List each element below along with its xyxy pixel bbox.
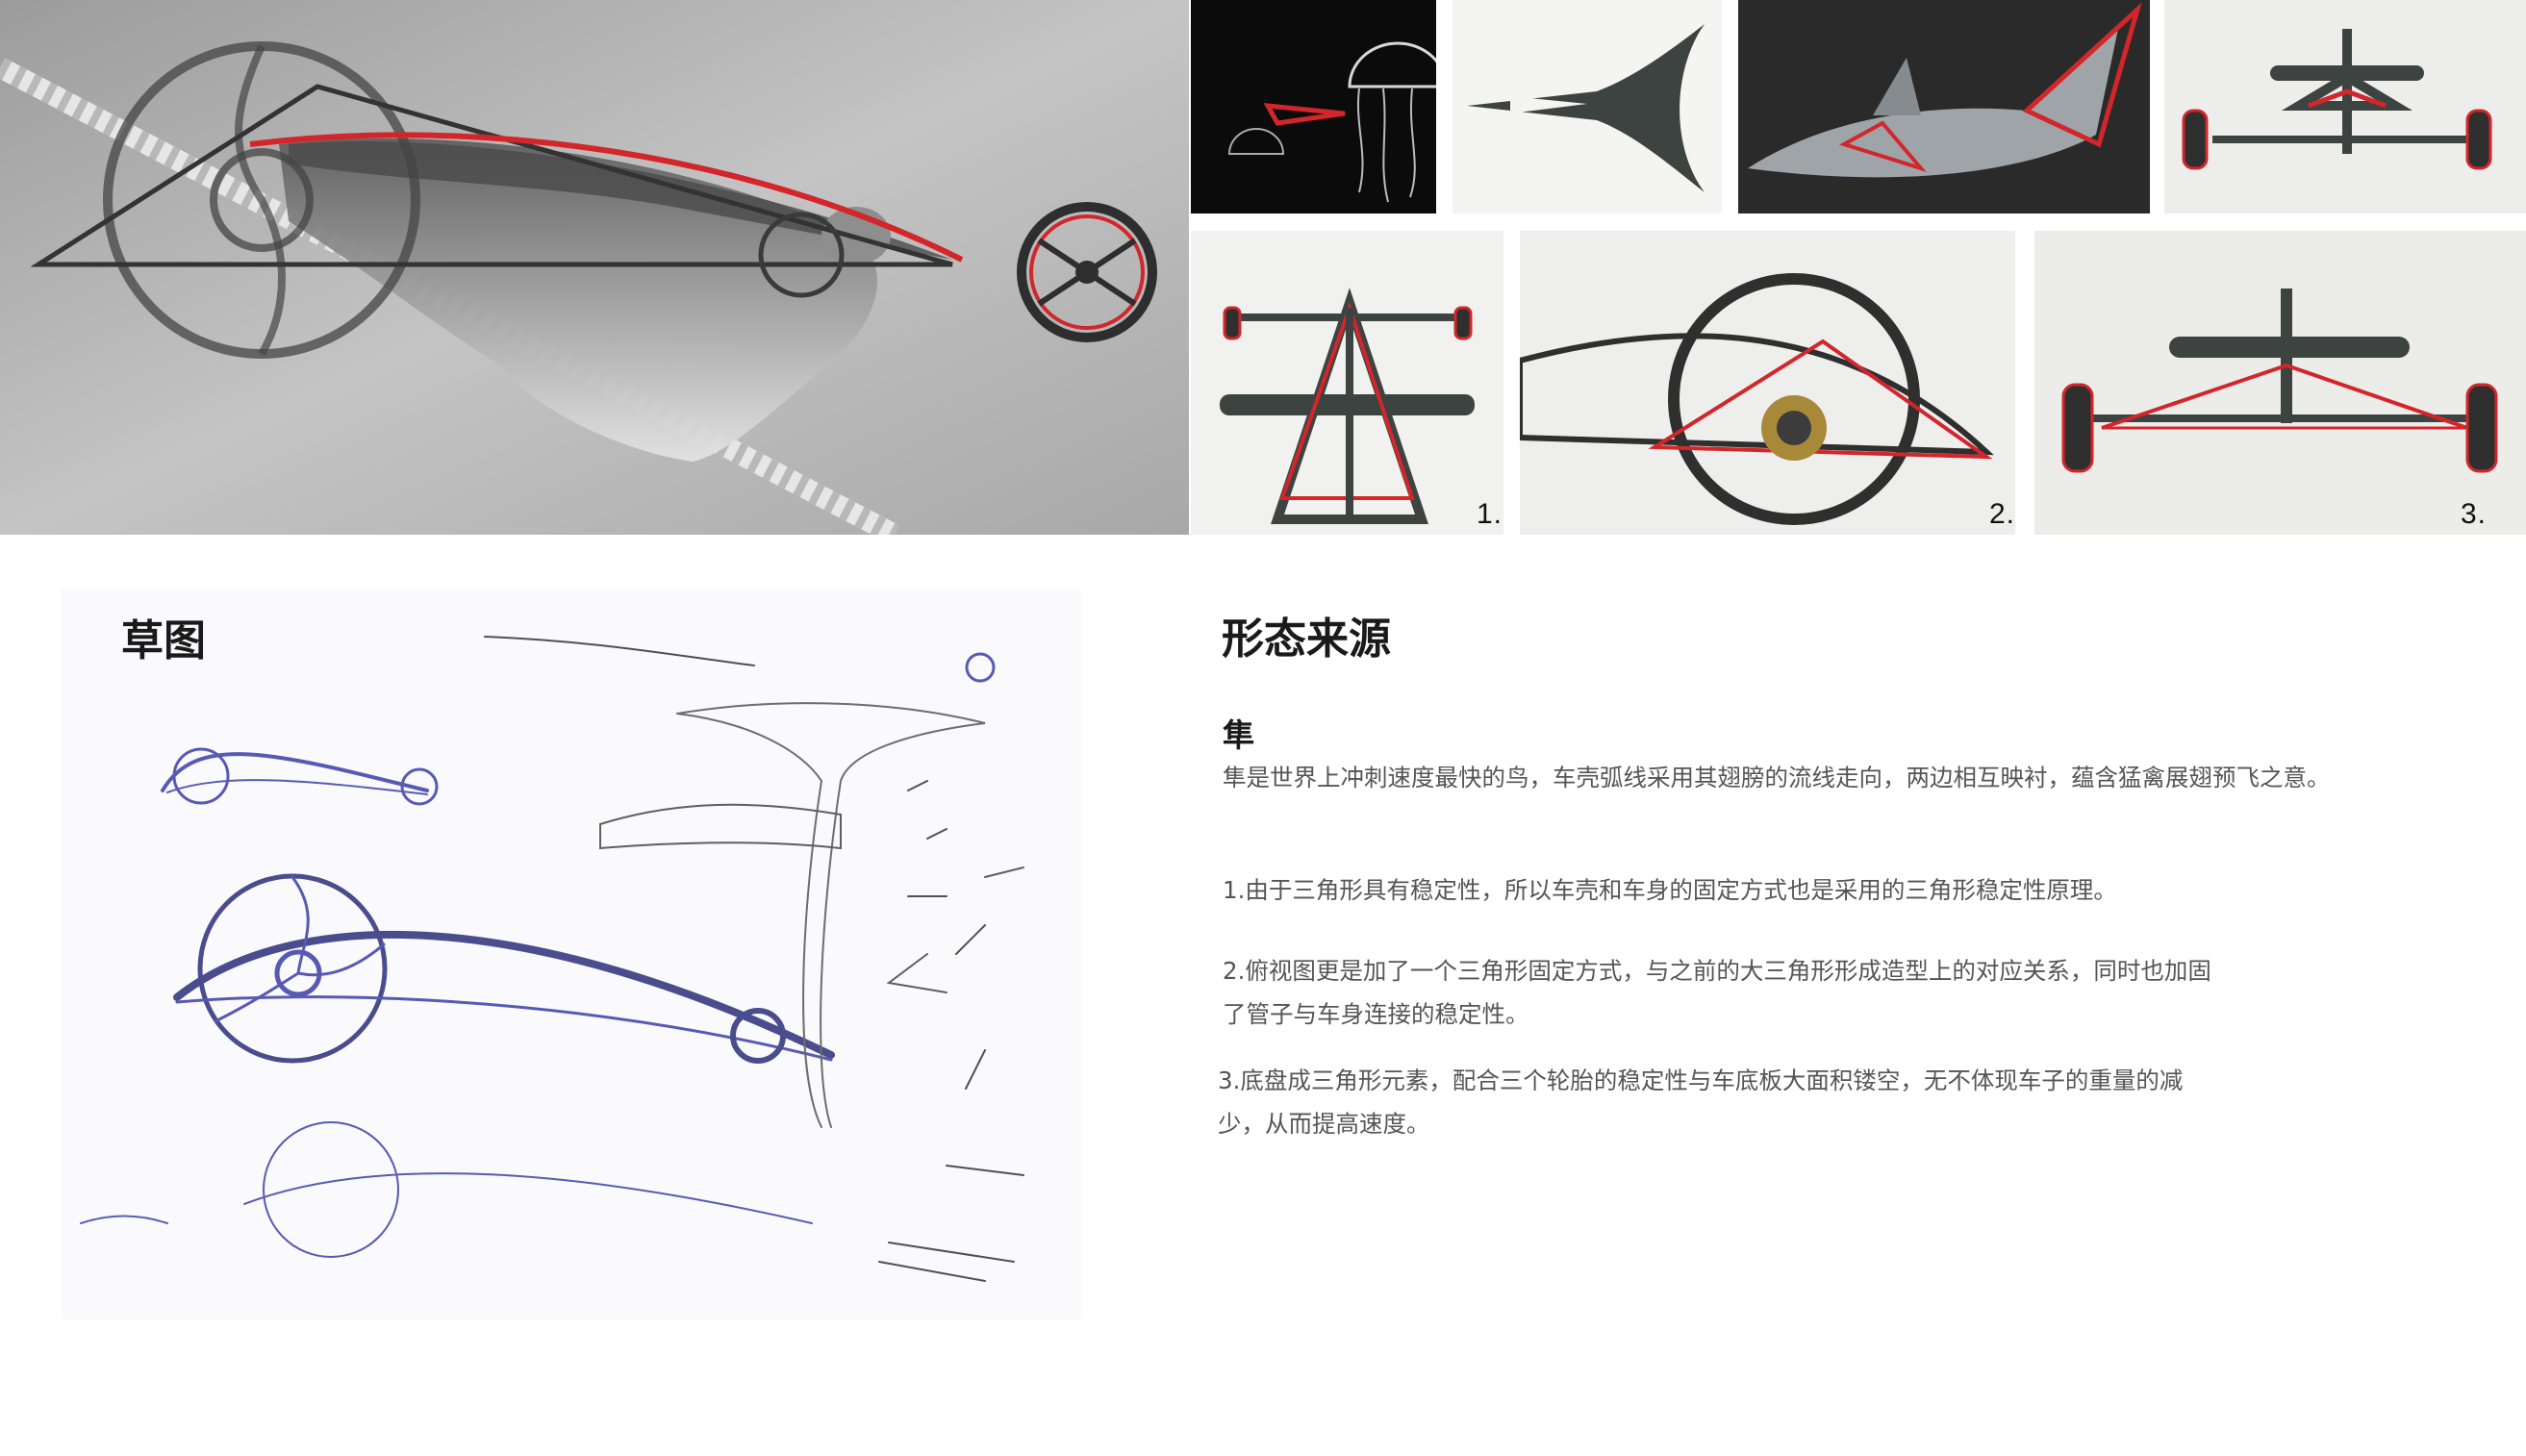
shark-reference-photo — [1738, 0, 2150, 213]
view-label-1: 1. — [1477, 498, 1503, 530]
falcon-subheading: 隼 — [1223, 716, 1254, 754]
point-3-text: 3.底盘成三角形元素，配合三个轮胎的稳定性与车底板大面积镂空，无不体现车子的重量… — [1218, 1067, 2184, 1138]
vehicle-front-view — [1191, 231, 1503, 535]
vehicle-rear-render — [2164, 0, 2526, 213]
vehicle-side-view — [1520, 231, 2015, 535]
view-label-2: 2. — [1989, 498, 2016, 530]
falcon-hero-image — [0, 0, 1189, 535]
point-2-text: 2.俯视图更是加了一个三角形固定方式，与之前的大三角形形成造型上的对应关系，同时… — [1223, 957, 2211, 1028]
jellyfish-reference-photo — [1191, 0, 1436, 213]
falcon-intro-text: 隼是世界上冲刺速度最快的鸟，车壳弧线采用其翅膀的流线走向，两边相互映衬，蕴含猛禽… — [1223, 764, 2331, 791]
sketch-heading: 草图 — [121, 616, 206, 665]
concept-sketch-drawing — [62, 589, 1081, 1319]
view-label-3: 3. — [2461, 498, 2488, 530]
vehicle-top-view — [2034, 231, 2526, 535]
point-1-text: 1.由于三角形具有稳定性，所以车壳和车身的固定方式也是采用的三角形稳定性原理。 — [1223, 876, 2117, 904]
chassis-shape-reference — [1452, 0, 1722, 213]
form-source-heading: 形态来源 — [1222, 615, 1391, 664]
